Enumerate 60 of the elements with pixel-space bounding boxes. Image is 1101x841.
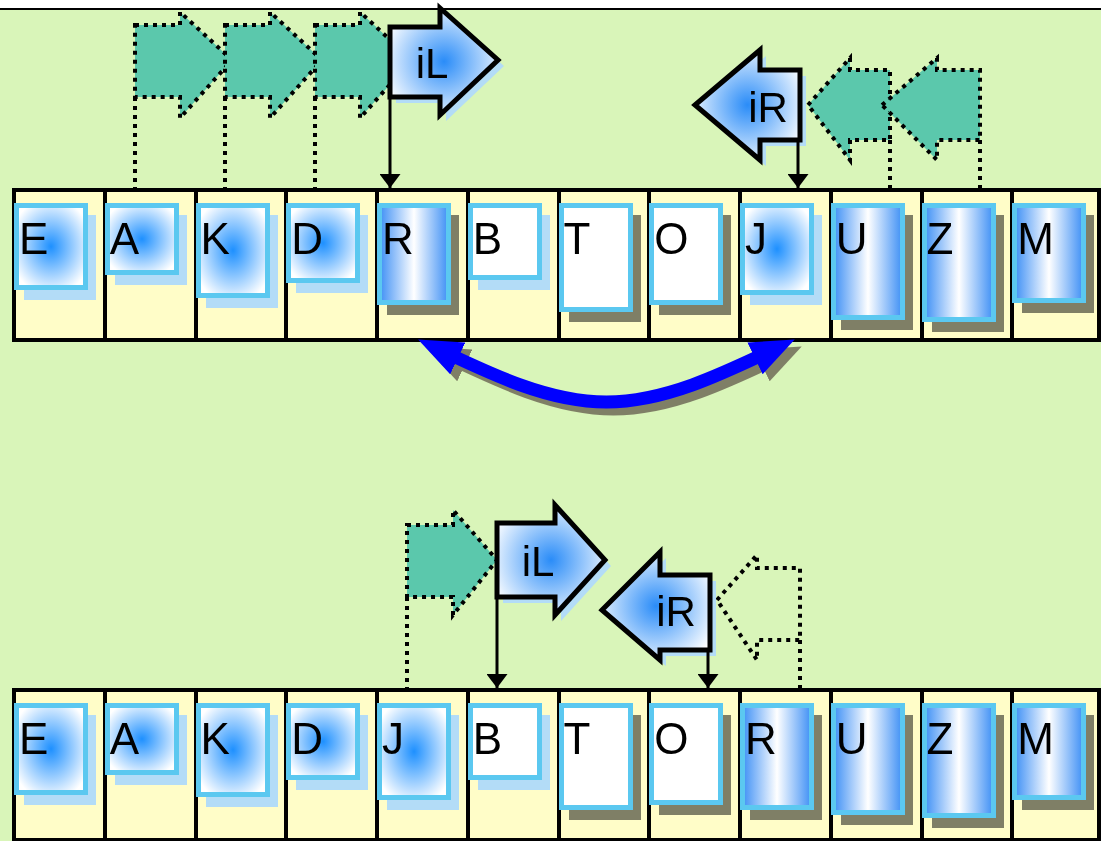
item-letter: U xyxy=(835,217,868,261)
item-letter: O xyxy=(654,217,689,261)
item-letter: E xyxy=(19,217,49,261)
item-letter: T xyxy=(563,217,591,261)
array-cell xyxy=(556,188,648,342)
swap-arrow xyxy=(421,340,792,409)
pointer-label: iL xyxy=(415,43,449,85)
array-cell xyxy=(193,688,285,841)
item-letter: D xyxy=(291,217,324,261)
item-letter: K xyxy=(200,217,230,261)
array-cell xyxy=(828,188,920,342)
dotted-line xyxy=(133,97,137,188)
array-cell xyxy=(12,188,103,342)
array-cell xyxy=(375,688,466,841)
array-cell xyxy=(919,688,1011,841)
pointer-label: iL xyxy=(521,541,555,583)
array-cell xyxy=(919,188,1011,342)
dotted-line xyxy=(405,597,409,688)
dotted-line xyxy=(798,640,802,688)
array-cell xyxy=(465,688,557,841)
array-cell xyxy=(102,188,194,342)
array-cell xyxy=(284,688,375,841)
item-letter: B xyxy=(472,717,503,761)
pointer-label: iR xyxy=(748,87,788,129)
array-cell xyxy=(1010,188,1101,342)
array-cell xyxy=(738,688,829,841)
item-letter: T xyxy=(563,717,591,761)
dotted-line xyxy=(978,140,982,188)
item-letter: E xyxy=(19,717,49,761)
array-cell xyxy=(284,188,375,342)
array-cell xyxy=(193,188,285,342)
item-letter: Z xyxy=(926,717,954,761)
item-letter: Z xyxy=(926,217,954,261)
item-letter: B xyxy=(472,217,503,261)
item-letter: J xyxy=(382,717,404,761)
array-cell xyxy=(12,688,103,841)
array-cell xyxy=(647,188,738,342)
array-cell xyxy=(375,188,466,342)
item-letter: K xyxy=(200,717,230,761)
dotted-line xyxy=(223,97,227,188)
item-letter: D xyxy=(291,717,324,761)
item-letter: R xyxy=(382,217,414,261)
item-letter: O xyxy=(654,717,689,761)
array-cell xyxy=(102,688,194,841)
array-cell xyxy=(1010,688,1101,841)
item-letter: M xyxy=(1017,717,1054,761)
array-cell xyxy=(647,688,738,841)
array-cell xyxy=(465,188,557,342)
item-letter: U xyxy=(835,717,868,761)
pointer-label: iR xyxy=(656,591,696,633)
item-letter: A xyxy=(109,217,140,261)
item-letter: R xyxy=(745,717,777,761)
array-cell xyxy=(556,688,648,841)
dotted-line xyxy=(313,97,317,188)
item-letter: A xyxy=(109,717,140,761)
array-cell xyxy=(738,188,829,342)
array-cell xyxy=(828,688,920,841)
dotted-line xyxy=(888,140,892,188)
item-letter: J xyxy=(745,217,767,261)
item-letter: M xyxy=(1017,217,1054,261)
